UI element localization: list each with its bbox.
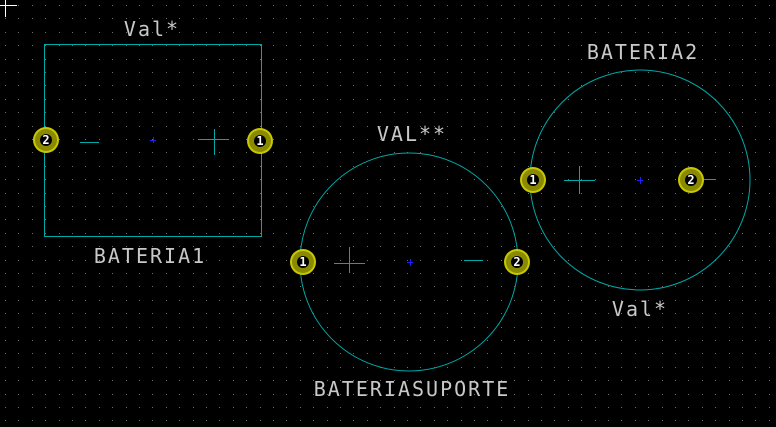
- footprint-bateria2[interactable]: Val* BATERIA2 1 2: [520, 40, 751, 321]
- anchor-icon: [637, 177, 643, 184]
- plus-icon: [564, 166, 595, 194]
- pad[interactable]: 2: [678, 167, 704, 193]
- plus-icon: [334, 247, 365, 273]
- pad[interactable]: 2: [33, 127, 59, 153]
- value-label[interactable]: Val*: [612, 297, 668, 321]
- footprint-bateria1[interactable]: Val* BATERIA1 2 1: [33, 17, 273, 268]
- reference-label[interactable]: BATERIA2: [587, 40, 699, 64]
- crosshair-cursor-icon: [0, 0, 17, 17]
- value-label[interactable]: Val*: [124, 17, 180, 41]
- pad[interactable]: 1: [520, 167, 546, 193]
- pad[interactable]: 1: [247, 128, 273, 154]
- svg-text:1: 1: [299, 255, 306, 269]
- value-label[interactable]: VAL**: [377, 122, 447, 146]
- grid-dots: [5, 5, 770, 421]
- pad[interactable]: 2: [504, 249, 530, 275]
- svg-text:2: 2: [687, 173, 694, 187]
- anchor-icon: [150, 137, 156, 143]
- svg-text:2: 2: [42, 133, 49, 147]
- svg-text:1: 1: [256, 134, 263, 148]
- reference-label[interactable]: BATERIA1: [94, 244, 206, 268]
- pad[interactable]: 1: [290, 249, 316, 275]
- footprint-bateriasuporte[interactable]: VAL** BATERIASUPORTE 1 2: [290, 122, 530, 401]
- svg-text:1: 1: [529, 173, 536, 187]
- plus-icon: [198, 129, 229, 155]
- anchor-icon: [407, 259, 413, 266]
- reference-label[interactable]: BATERIASUPORTE: [314, 377, 511, 401]
- svg-text:2: 2: [513, 255, 520, 269]
